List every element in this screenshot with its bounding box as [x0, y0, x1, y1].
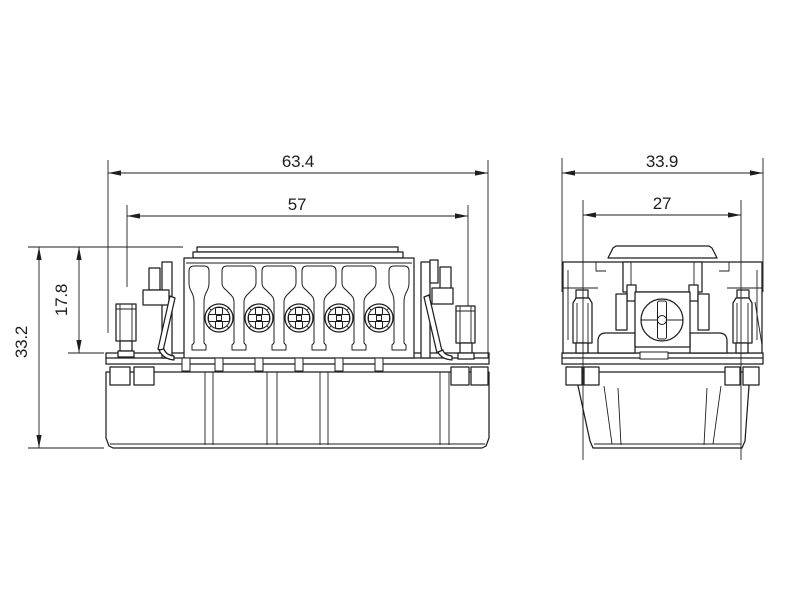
screw-contact — [244, 303, 274, 333]
side-housing — [562, 245, 763, 360]
dimension-front-overall-width: 63.4 — [107, 152, 489, 358]
dimension-side-insert-width: 27 — [582, 194, 742, 460]
screw-contact — [324, 303, 354, 333]
crimp-pin — [455, 305, 476, 344]
crimp-pin — [115, 303, 137, 342]
front-insert-body — [181, 246, 415, 372]
dim-label-57: 57 — [288, 195, 307, 214]
front-right-terminal — [420, 259, 489, 386]
dim-label-17-8: 17.8 — [52, 284, 71, 316]
crimp-pin — [732, 297, 753, 344]
dimension-side-overall-width: 33.9 — [561, 152, 764, 292]
screw-contact — [364, 303, 394, 333]
screw-contact — [204, 303, 234, 333]
dimension-front-upper-height: 17.8 — [52, 247, 104, 354]
side-view — [561, 245, 764, 449]
dim-label-33-2: 33.2 — [12, 326, 31, 358]
top-cap — [607, 245, 718, 259]
dim-label-33-9: 33.9 — [646, 152, 678, 171]
dimension-front-overall-height: 33.2 — [12, 246, 183, 449]
screw-contact — [284, 303, 314, 333]
side-left-terminal — [565, 289, 600, 386]
dimension-front-insert-width: 57 — [126, 195, 469, 306]
crimp-pin — [572, 297, 593, 344]
dim-label-63-4: 63.4 — [282, 152, 314, 171]
front-left-terminal — [109, 261, 176, 386]
mating-face-plate — [196, 246, 399, 253]
side-right-terminal — [724, 289, 763, 386]
front-view — [105, 246, 490, 449]
dim-label-27: 27 — [653, 194, 672, 213]
